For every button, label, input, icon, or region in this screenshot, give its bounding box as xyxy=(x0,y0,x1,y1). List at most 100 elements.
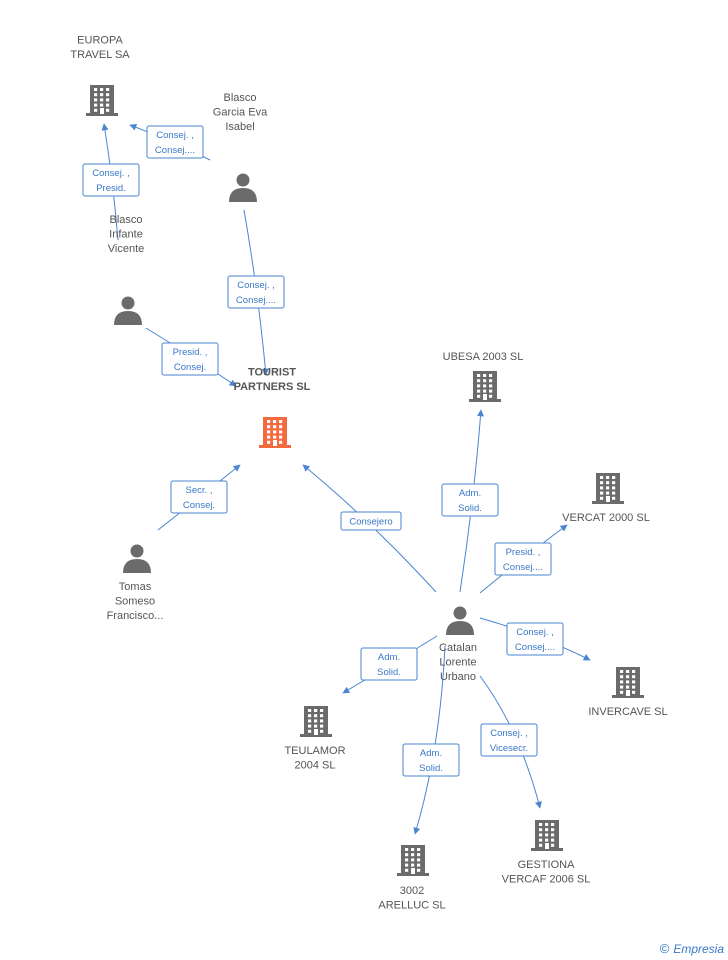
edge-label-box xyxy=(494,542,552,576)
node-vercat[interactable]: VERCAT 2000 SL xyxy=(562,473,650,524)
edge-label-blasco_eva-to-tourist[interactable]: Consej. , Consej.... xyxy=(227,275,285,309)
edge-label-catalan-to-gestiona[interactable]: Consej. , Vicesecr. xyxy=(480,723,538,757)
node-label-line: Lorente xyxy=(439,657,476,669)
node-label-line: 3002 xyxy=(400,885,424,897)
edge-label-line: Consej.... xyxy=(155,145,195,156)
edge-label-line: Consej. , xyxy=(490,728,528,739)
node-label-line: INVERCAVE SL xyxy=(588,706,667,718)
edge-label-line: Consej. xyxy=(174,362,206,373)
edge-label-box xyxy=(146,125,204,159)
edge-label-line: Consej. , xyxy=(92,168,130,179)
person-icon xyxy=(123,544,151,573)
node-tomas[interactable]: TomasSomesoFrancisco... xyxy=(107,544,164,623)
person-icon xyxy=(229,173,257,202)
edge-label-line: Vicesecr. xyxy=(490,743,528,754)
edge-label-box xyxy=(227,275,285,309)
edge-label-line: Consej. xyxy=(183,500,215,511)
edge-label-blasco_eva-to-europa[interactable]: Consej. , Consej.... xyxy=(146,125,204,159)
copyright-icon: © xyxy=(659,941,670,956)
edge-label-tomas-to-tourist[interactable]: Secr. , Consej. xyxy=(170,480,228,514)
node-label-line: TOURIST xyxy=(248,367,296,379)
edge-label-box xyxy=(402,743,460,777)
edge-label-line: Solid. xyxy=(458,503,482,514)
edge-label-line: Presid. xyxy=(96,183,126,194)
edge-label-line: Consej.... xyxy=(503,562,543,573)
node-gestiona[interactable]: GESTIONA VERCAF 2006 SL xyxy=(502,820,591,886)
edge-label-box xyxy=(506,622,564,656)
edge-label-line: Adm. xyxy=(459,488,481,499)
focus-company-icon xyxy=(259,417,291,448)
brand-name: Empresia xyxy=(673,942,724,956)
edge-label-line: Consej.... xyxy=(515,642,555,653)
node-label-line: Isabel xyxy=(225,121,254,133)
edge-label-catalan-to-invercave[interactable]: Consej. , Consej.... xyxy=(506,622,564,656)
edge-label-catalan-to-teulamor[interactable]: Adm. Solid. xyxy=(360,647,418,681)
edge-label-box xyxy=(161,342,219,376)
node-label-line: ARELLUC SL xyxy=(378,900,445,912)
company-building-icon xyxy=(469,371,501,402)
node-label-line: Garcia Eva xyxy=(213,107,268,119)
edge-label-line: Consej. , xyxy=(516,627,554,638)
edge-label-line: Consej.... xyxy=(236,295,276,306)
edge-label-catalan-to-arelluc[interactable]: Adm. Solid. xyxy=(402,743,460,777)
person-icon xyxy=(446,606,474,635)
edge-label-line: Solid. xyxy=(419,763,443,774)
edge-label-box xyxy=(340,511,402,531)
company-building-icon xyxy=(592,473,624,504)
node-label-line: Blasco xyxy=(223,92,256,104)
edge-label-box xyxy=(170,480,228,514)
node-label-line: VERCAF 2006 SL xyxy=(502,874,591,886)
node-label-line: UBESA 2003 SL xyxy=(443,351,524,363)
node-label-line: Infante xyxy=(109,229,143,241)
edge-label-line: Secr. , xyxy=(186,485,213,496)
node-tourist[interactable]: TOURIST PARTNERS SL xyxy=(234,367,311,449)
company-building-icon xyxy=(86,85,118,116)
edge-label-catalan-to-vercat[interactable]: Presid. , Consej.... xyxy=(494,542,552,576)
company-building-icon xyxy=(397,845,429,876)
node-invercave[interactable]: INVERCAVE SL xyxy=(588,667,668,718)
edge-label-line: Presid. , xyxy=(506,547,541,558)
node-europa[interactable]: EUROPA TRAVEL SA xyxy=(70,35,130,117)
node-label-line: Catalan xyxy=(439,642,477,654)
node-ubesa[interactable]: UBESA 2003 SL xyxy=(443,351,524,402)
node-label-line: TEULAMOR xyxy=(284,745,345,757)
node-label-line: TRAVEL SA xyxy=(70,49,130,61)
company-building-icon xyxy=(612,667,644,698)
edge-label-line: Consej. , xyxy=(156,130,194,141)
node-label-line: PARTNERS SL xyxy=(234,381,311,393)
edge-label-box xyxy=(82,163,140,197)
node-label-line: Francisco... xyxy=(107,610,164,622)
edge-label-blasco_vicente-to-europa[interactable]: Consej. , Presid. xyxy=(82,163,140,197)
node-label-line: GESTIONA xyxy=(518,859,576,871)
edge-label-line: Solid. xyxy=(377,667,401,678)
edge-label-box xyxy=(480,723,538,757)
edge-label-line: Consej. , xyxy=(237,280,275,291)
edge-label-line: Adm. xyxy=(420,748,442,759)
edge-label-line: Presid. , xyxy=(173,347,208,358)
company-building-icon xyxy=(300,706,332,737)
node-label-line: Someso xyxy=(115,596,155,608)
company-building-icon xyxy=(531,820,563,851)
node-label-line: VERCAT 2000 SL xyxy=(562,512,650,524)
node-label-line: Urbano xyxy=(440,671,476,683)
node-label-line: 2004 SL xyxy=(295,760,336,772)
edge-label-catalan-to-tourist[interactable]: Consejero xyxy=(340,511,402,531)
node-label-line: Vicente xyxy=(108,243,145,255)
node-label-line: Tomas xyxy=(119,581,152,593)
footer-brand[interactable]: ©Empresia xyxy=(660,941,724,956)
edge-label-box xyxy=(360,647,418,681)
node-teulamor[interactable]: TEULAMOR 2004 SL xyxy=(284,706,346,772)
edge-label-box xyxy=(441,483,499,517)
edge-label-catalan-to-ubesa[interactable]: Adm. Solid. xyxy=(441,483,499,517)
node-label-line: EUROPA xyxy=(77,35,123,47)
edge-label-line: Consejero xyxy=(349,517,392,528)
person-icon xyxy=(114,296,142,325)
edge-label-blasco_vicente-to-tourist[interactable]: Presid. , Consej. xyxy=(161,342,219,376)
edge-label-line: Adm. xyxy=(378,652,400,663)
node-label-line: Blasco xyxy=(109,214,142,226)
